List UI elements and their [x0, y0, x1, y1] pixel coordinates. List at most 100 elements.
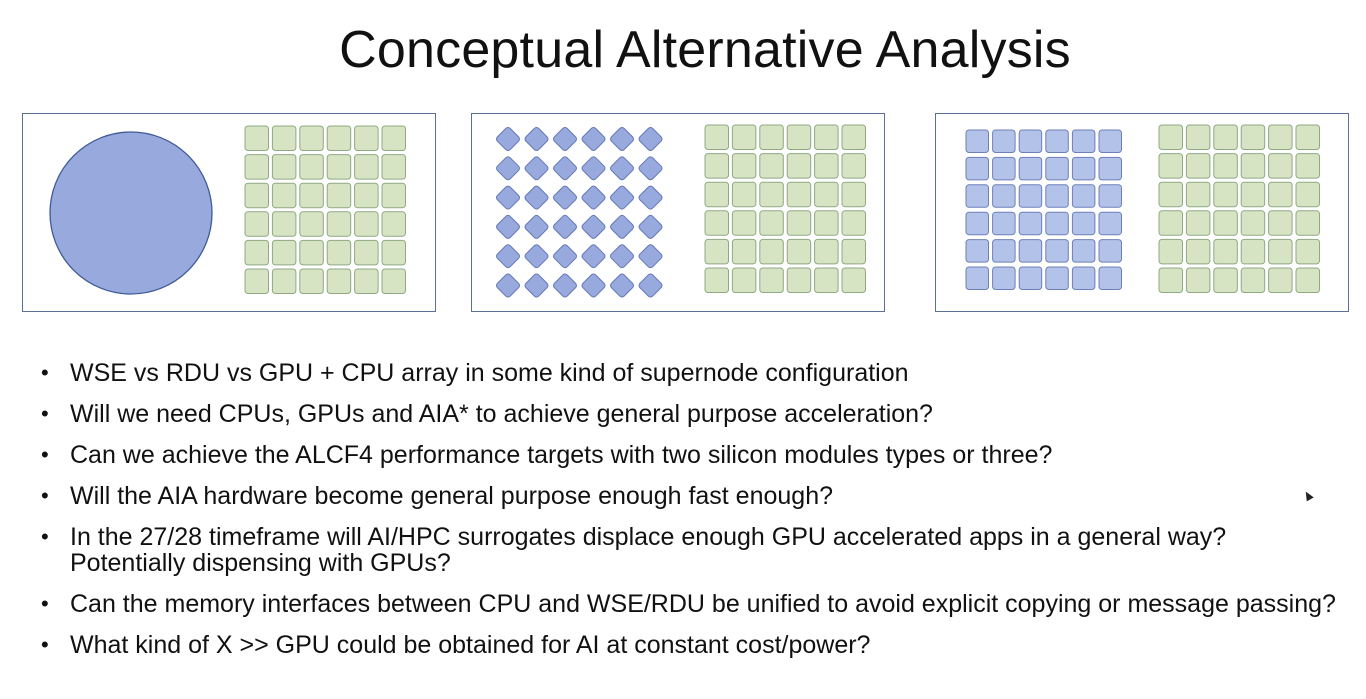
cpu-tile [381, 154, 406, 180]
gpu-tile [1045, 211, 1069, 236]
rdu-tile [496, 127, 520, 151]
rdu-tile [638, 156, 663, 181]
cpu-tile [814, 181, 839, 208]
rdu-tile [610, 127, 634, 151]
cpu-tile [299, 211, 324, 237]
cpu-tile [271, 154, 297, 180]
cpu-tile [1158, 153, 1183, 179]
cpu-tile [354, 125, 379, 151]
gpu-tile [1098, 211, 1122, 236]
cpu-tile [1240, 124, 1266, 150]
rdu-tile [524, 273, 549, 298]
rdu-tile [524, 127, 549, 151]
rdu-tile [610, 244, 634, 269]
rdu-tile [581, 214, 606, 239]
cpu-tile [1268, 181, 1293, 208]
bullet-item: •Can we achieve the ALCF4 performance ta… [40, 442, 1340, 468]
gpu-tile [1045, 129, 1069, 153]
cpu-tile [759, 181, 784, 208]
cpu-tile [704, 238, 729, 265]
rdu-tile [581, 156, 606, 181]
gpu-tile [1098, 239, 1122, 263]
panel-square-graphic [965, 124, 1320, 293]
cpu-tile [814, 267, 839, 293]
cpu-tile [244, 268, 269, 294]
cpu-tile [841, 267, 866, 293]
slide-title: Conceptual Alternative Analysis [339, 21, 1071, 79]
gpu-tile [1098, 129, 1122, 153]
gpu-tile [965, 239, 989, 263]
gpu-tile [1098, 184, 1122, 208]
gpu-tile [965, 266, 989, 290]
rdu-tile [496, 273, 520, 298]
cpu-tile [1295, 210, 1320, 236]
cpu-tile [354, 239, 379, 266]
cpu-tile [759, 153, 784, 179]
cpu-tile [244, 211, 269, 237]
cpu-tile [1268, 238, 1293, 265]
cpu-tile [731, 153, 757, 179]
cpu-tile [1295, 181, 1320, 208]
bullet-text: Can the memory interfaces between CPU an… [70, 590, 1336, 618]
cpu-tile [1268, 124, 1293, 150]
bullet-list: • WSE vs RDU vs GPU + CPU array in some k… [40, 360, 1340, 673]
cpu-tile [1240, 181, 1266, 208]
bullet-dot: • [41, 483, 49, 508]
bullet-item: •In the 27/28 timeframe will AI/HPC surr… [40, 524, 1340, 576]
gpu-tile [1018, 184, 1043, 208]
cpu-tile [841, 153, 866, 179]
rdu-tile [610, 185, 634, 210]
cpu-grid-2 [704, 124, 866, 293]
cpu-tile [299, 239, 324, 266]
cpu-tile [814, 238, 839, 265]
cpu-tile [731, 267, 757, 293]
cpu-tile [814, 124, 839, 150]
cpu-tile [1295, 267, 1320, 293]
bullet-item: •What kind of X >> GPU could be obtained… [40, 632, 1340, 658]
cpu-tile [1240, 153, 1266, 179]
cpu-tile [271, 211, 297, 237]
bullet-item: •Will the AIA hardware become general pu… [40, 483, 1340, 509]
bullet-dot: • [41, 442, 49, 467]
bullet-item: •Can the memory interfaces between CPU a… [40, 591, 1340, 617]
gpu-tile [1071, 266, 1096, 290]
gpu-tile [1098, 266, 1122, 290]
rdu-tile [638, 185, 663, 210]
rdu-tile [581, 185, 606, 210]
rdu-tile [638, 214, 663, 239]
cpu-tile [326, 211, 352, 237]
cpu-tile [326, 125, 352, 151]
cpu-tile [1240, 267, 1266, 293]
cpu-tile [354, 182, 379, 209]
rdu-tile [553, 244, 577, 269]
gpu-tile [1071, 239, 1096, 263]
cpu-tile [1158, 210, 1183, 236]
cpu-tile [1213, 153, 1238, 179]
cpu-tile [354, 154, 379, 180]
cpu-tile [1295, 153, 1320, 179]
cpu-tile [1213, 267, 1238, 293]
cpu-grid-1 [244, 125, 406, 294]
cpu-tile [759, 238, 784, 265]
bullet-dot: • [41, 524, 49, 549]
gpu-tile [1018, 211, 1043, 236]
gpu-tile [1018, 156, 1043, 181]
accelerator-square-array [965, 129, 1122, 290]
cpu-tile [786, 238, 812, 265]
gpu-tile [1045, 239, 1069, 263]
cpu-tile [1158, 267, 1183, 293]
cpu-tile [786, 124, 812, 150]
cpu-tile [1268, 210, 1293, 236]
cpu-tile [299, 154, 324, 180]
bullet-text: WSE vs RDU vs GPU + CPU array in some ki… [70, 359, 909, 387]
gpu-tile [965, 129, 989, 153]
cpu-tile [841, 238, 866, 265]
rdu-tile [553, 214, 577, 239]
gpu-tile [1045, 266, 1069, 290]
cpu-tile [381, 125, 406, 151]
cpu-tile [841, 124, 866, 150]
gpu-tile [1071, 156, 1096, 181]
cpu-tile [1185, 181, 1211, 208]
rdu-tile [524, 185, 549, 210]
cpu-tile [814, 210, 839, 236]
